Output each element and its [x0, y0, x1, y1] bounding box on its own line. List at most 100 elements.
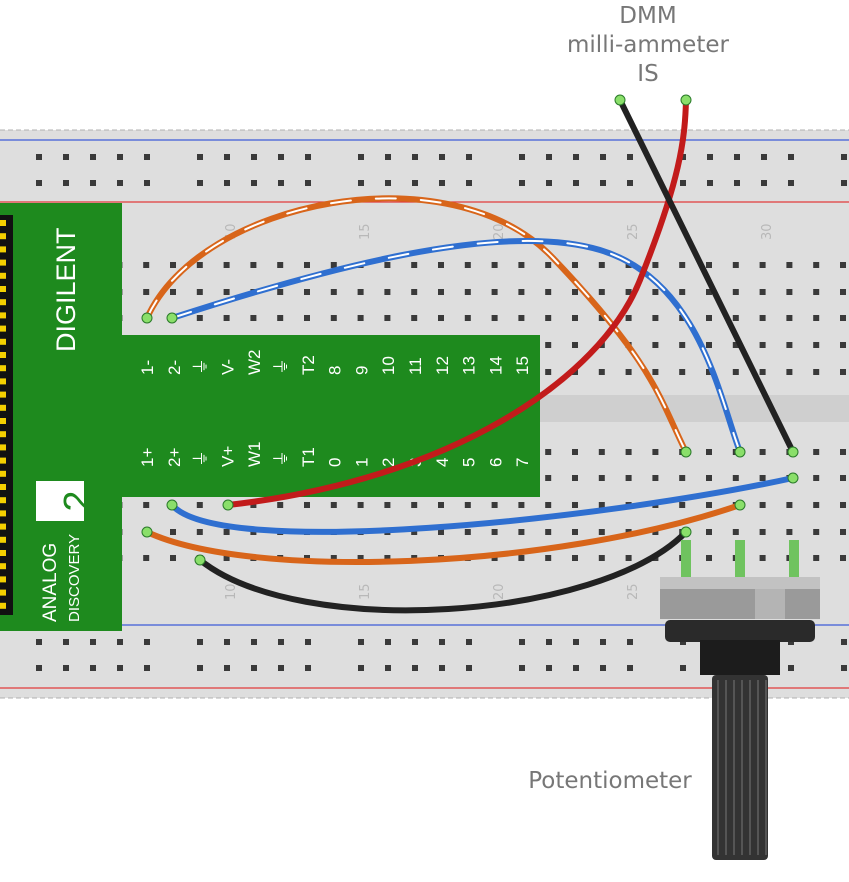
- connector-pin: [0, 391, 6, 398]
- strip-hole: [491, 289, 498, 295]
- connector-pin: [0, 233, 6, 240]
- column-number: 30: [760, 223, 775, 240]
- strip-hole: [759, 475, 766, 481]
- rail-hole: [519, 665, 525, 671]
- strip-hole: [813, 289, 820, 295]
- rail-hole: [546, 639, 552, 645]
- dmm-label-line2: milli-ammeter: [567, 32, 729, 58]
- pin-label: 1-: [138, 360, 157, 375]
- strip-hole: [840, 475, 846, 481]
- strip-hole: [625, 369, 632, 375]
- strip-hole: [196, 502, 203, 508]
- strip-hole: [384, 262, 391, 268]
- strip-hole: [652, 369, 659, 375]
- rail-hole: [36, 665, 42, 671]
- strip-hole: [598, 502, 605, 508]
- strip-hole: [759, 502, 766, 508]
- pin-label: 2+: [165, 448, 184, 467]
- rail-hole: [627, 665, 633, 671]
- strip-hole: [572, 342, 578, 348]
- pin-label: T1: [299, 447, 318, 467]
- strip-hole: [384, 502, 391, 508]
- strip-hole: [652, 262, 659, 268]
- strip-hole: [598, 315, 605, 321]
- strip-hole: [196, 262, 203, 268]
- strip-hole: [840, 529, 846, 535]
- strip-hole: [518, 529, 525, 535]
- strip-hole: [732, 475, 739, 481]
- strip-hole: [598, 262, 605, 268]
- rail-hole: [466, 154, 472, 160]
- strip-hole: [170, 289, 176, 295]
- rail-hole: [224, 154, 230, 160]
- rail-hole: [90, 665, 96, 671]
- pin-label: 5: [460, 458, 479, 467]
- strip-hole: [491, 262, 498, 268]
- rail-hole: [197, 154, 203, 160]
- rail-hole: [90, 639, 96, 645]
- strip-hole: [706, 475, 712, 481]
- rail-hole: [788, 665, 794, 671]
- strip-hole: [679, 342, 686, 348]
- strip-hole: [196, 529, 203, 535]
- strip-hole: [518, 315, 525, 321]
- rail-hole: [385, 665, 391, 671]
- rail-hole: [358, 154, 364, 160]
- strip-hole: [572, 449, 578, 455]
- pin-label: T2: [299, 355, 318, 375]
- device-name-line2: DISCOVERY: [66, 534, 83, 622]
- strip-hole: [330, 315, 337, 321]
- rail-hole: [278, 639, 284, 645]
- strip-hole: [438, 502, 444, 508]
- strip-hole: [625, 555, 632, 561]
- column-number: 15: [358, 223, 373, 240]
- rail-hole: [63, 180, 69, 186]
- connector-pin: [0, 365, 6, 372]
- strip-hole: [625, 449, 632, 455]
- wire-blue-top: [169, 237, 743, 455]
- strip-hole: [545, 449, 552, 455]
- strip-hole: [679, 475, 686, 481]
- strip-hole: [464, 289, 471, 295]
- rail-hole: [305, 180, 311, 186]
- rail-hole: [63, 665, 69, 671]
- strip-hole: [759, 449, 766, 455]
- connector-pin: [0, 220, 6, 226]
- strip-hole: [706, 555, 712, 561]
- strip-hole: [813, 315, 820, 321]
- column-number: 15: [358, 583, 373, 600]
- rail-hole: [305, 154, 311, 160]
- rail-hole: [680, 665, 686, 671]
- rail-hole: [707, 154, 713, 160]
- rail-hole: [627, 180, 633, 186]
- strip-hole: [840, 262, 846, 268]
- strip-hole: [223, 315, 230, 321]
- strip-hole: [732, 289, 739, 295]
- strip-hole: [545, 315, 552, 321]
- connector-pin: [0, 536, 6, 543]
- device-name-line1: ANALOG: [40, 543, 61, 622]
- strip-hole: [223, 262, 230, 268]
- potentiometer: [660, 540, 820, 860]
- rail-hole: [573, 180, 579, 186]
- connector-pin: [0, 550, 6, 556]
- connector-pin: [0, 563, 6, 570]
- connector-pin: [0, 299, 6, 306]
- strip-hole: [652, 529, 659, 535]
- rail-hole: [224, 180, 230, 186]
- strip-hole: [840, 315, 846, 321]
- rail-hole: [197, 180, 203, 186]
- rail-hole: [546, 154, 552, 160]
- rail-hole: [573, 639, 579, 645]
- rail-hole: [600, 180, 606, 186]
- strip-hole: [625, 315, 632, 321]
- rail-hole: [680, 180, 686, 186]
- rail-hole: [117, 154, 123, 160]
- connector-pin: [0, 484, 6, 490]
- pin-label: 6: [486, 458, 505, 467]
- strip-hole: [438, 315, 444, 321]
- strip-hole: [357, 315, 364, 321]
- rail-hole: [278, 665, 284, 671]
- rail-hole: [251, 180, 257, 186]
- rail-hole: [117, 665, 123, 671]
